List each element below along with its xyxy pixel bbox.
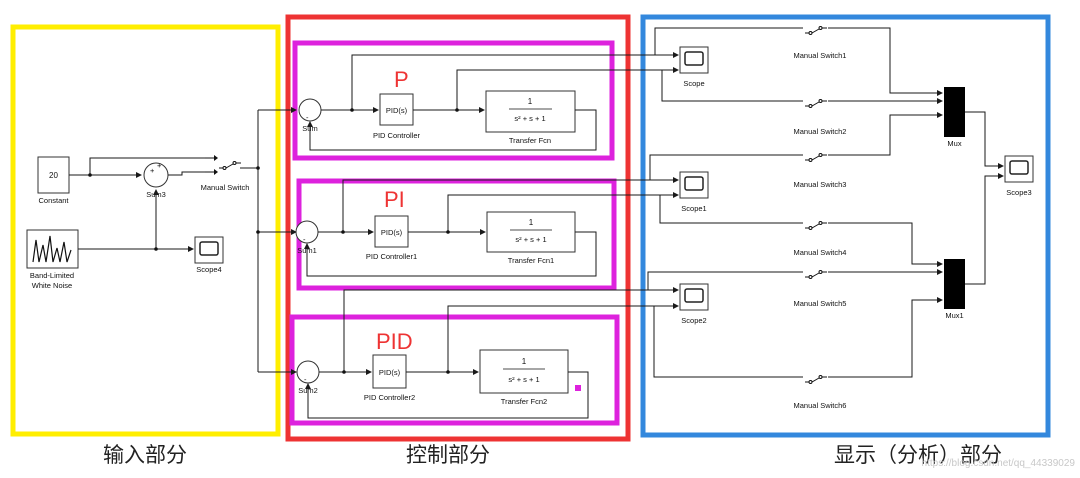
svg-text:-: - [303,235,306,244]
selection-marker [575,385,581,391]
constant-value: 20 [49,171,58,180]
sum3-block[interactable]: + + [143,161,169,188]
scope3-label: Scope3 [1006,188,1031,197]
scope1-label: Scope1 [681,204,706,213]
pid-controller2-label: PID Controller2 [364,393,415,402]
transfer-fcn1-label: Transfer Fcn1 [508,256,554,265]
noise-label-2: White Noise [32,281,72,290]
noise-label-1: Band-Limited [30,271,74,280]
transfer-fcn1-denominator: s² + s + 1 [515,235,546,244]
transfer-fcn2-block[interactable]: 1 s² + s + 1 [479,349,569,394]
scope4-label: Scope4 [196,265,221,274]
transfer-fcn1-block[interactable]: 1 s² + s + 1 [486,211,576,253]
manual-switch3-label: Manual Switch3 [794,180,847,189]
transfer-fcn-block[interactable]: 1 s² + s + 1 [485,90,576,133]
pid-controller2-block[interactable]: PID(s) [372,354,407,389]
transfer-fcn-label: Transfer Fcn [509,136,551,145]
manual-switch4-block[interactable] [804,221,828,230]
display-zone-frame [640,14,1051,438]
manual-switch2-block[interactable] [804,99,828,108]
manual-switch6-label: Manual Switch6 [794,401,847,410]
svg-text:-: - [306,113,309,122]
manual-switch2-label: Manual Switch2 [794,127,847,136]
mux1-block[interactable] [944,259,965,309]
pid-label: PID [376,329,413,354]
transfer-fcn2-denominator: s² + s + 1 [508,375,539,384]
manual-switch5-block[interactable] [804,270,828,279]
manual-switch1-label: Manual Switch1 [794,51,847,60]
scope3-block[interactable] [1004,155,1034,183]
pi-label: PI [384,187,405,212]
manual-switch4-label: Manual Switch4 [794,248,847,257]
pid-controller1-label: PID Controller1 [366,252,417,261]
control-zone-frame [285,14,631,442]
transfer-fcn-denominator: s² + s + 1 [514,114,545,123]
pid-controller-text: PID(s) [386,106,408,115]
svg-text:-: - [304,375,307,384]
scope-label: Scope [683,79,704,88]
manual-switch5-label: Manual Switch5 [794,299,847,308]
svg-text:+: + [157,161,162,170]
input-zone-caption: 输入部分 [103,443,187,467]
mux1-label: Mux1 [945,311,963,320]
constant-label: Constant [38,196,69,205]
pid-controller1-text: PID(s) [381,228,403,237]
scope1-block[interactable] [679,171,709,199]
input-wires [69,107,297,375]
transfer-fcn2-numerator: 1 [522,357,527,366]
mux-label: Mux [947,139,961,148]
watermark: https://blog.csdn.net/qq_44339029 [922,458,1076,469]
input-zone-frame [10,24,281,437]
display-zone-caption: 显示（分析）部分 [834,443,1002,467]
pid-controller2-text: PID(s) [379,368,401,377]
sum2-block[interactable]: - [296,360,320,384]
pid-controller-block[interactable]: PID(s) [379,93,414,126]
svg-text:+: + [150,166,155,175]
scope2-label: Scope2 [681,316,706,325]
transfer-fcn-numerator: 1 [528,97,533,106]
manual-switch6-block[interactable] [804,375,828,384]
manual-switch3-block[interactable] [804,153,828,162]
mux-block[interactable] [944,87,965,137]
sum-block[interactable]: - [298,98,322,122]
display-wires [640,27,1004,378]
manual-switch-label: Manual Switch [201,183,250,192]
scope-block[interactable] [679,46,709,74]
noise-block[interactable] [26,229,79,269]
p-label: P [394,67,409,92]
pid-controller-label: PID Controller [373,131,421,140]
constant-block[interactable]: 20 [37,156,70,194]
control-zone-caption: 控制部分 [406,443,490,467]
scope4-block[interactable] [194,236,224,264]
p-loop-frame [292,40,615,161]
transfer-fcn2-label: Transfer Fcn2 [501,397,547,406]
control-wires [304,54,640,419]
manual-switch1-block[interactable] [804,26,828,35]
transfer-fcn1-numerator: 1 [529,218,534,227]
pid-controller1-block[interactable]: PID(s) [374,215,409,248]
scope2-block[interactable] [679,283,709,311]
manual-switch-block[interactable] [205,155,242,175]
